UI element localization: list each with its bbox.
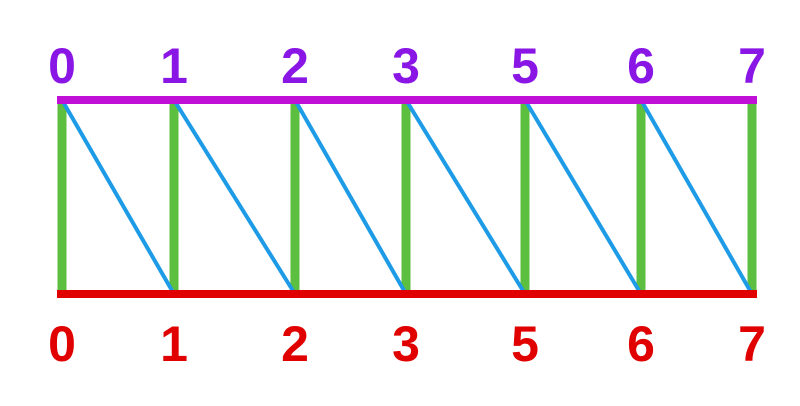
- top-vertex-label: 1: [160, 38, 188, 94]
- bottom-labels: 0 1 2 3 5 6 7: [48, 316, 766, 372]
- top-vertex-label: 6: [627, 38, 655, 94]
- diagonal-edge-2: [293, 99, 408, 295]
- top-vertex-label: 7: [738, 38, 766, 94]
- top-labels: 0 1 2 3 5 6 7: [48, 38, 766, 94]
- bottom-vertex-label: 7: [738, 316, 766, 372]
- bottom-vertex-label: 2: [281, 316, 309, 372]
- bottom-vertex-label: 0: [48, 316, 76, 372]
- bottom-vertex-label: 6: [627, 316, 655, 372]
- top-vertex-label: 2: [281, 38, 309, 94]
- bottom-vertex-label: 3: [392, 316, 420, 372]
- diagonal-edge-3: [404, 98, 527, 296]
- vertical-edges: [57, 100, 757, 294]
- bottom-vertex-label: 5: [511, 316, 539, 372]
- top-rail: [57, 96, 757, 104]
- top-vertex-label: 0: [48, 38, 76, 94]
- diagonal-edge-4: [523, 98, 643, 296]
- diagonal-edge-0: [60, 99, 176, 295]
- diagonal-edge-1: [172, 98, 297, 296]
- diagonal-edge-5: [639, 99, 754, 295]
- top-vertex-label: 3: [392, 38, 420, 94]
- bottom-vertex-label: 1: [160, 316, 188, 372]
- top-vertex-label: 5: [511, 38, 539, 94]
- diagonal-edges: [60, 98, 754, 296]
- bottom-rail: [57, 290, 757, 298]
